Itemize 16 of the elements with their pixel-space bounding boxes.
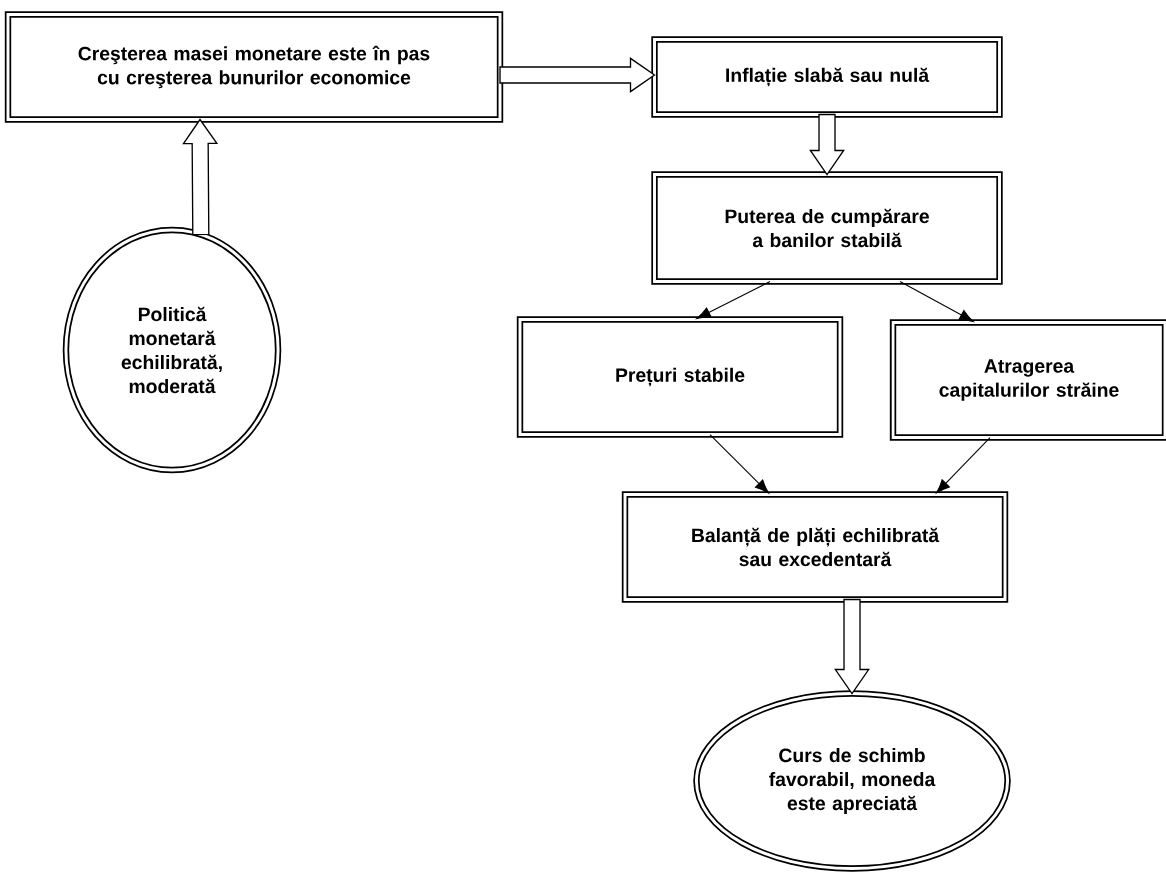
- block-arrow: [182, 118, 219, 236]
- arrow: [709, 433, 769, 494]
- block-arrow: [834, 598, 870, 695]
- arrow: [936, 436, 991, 494]
- process-box: Prețuri stabile: [516, 316, 844, 438]
- block-arrow: [499, 57, 656, 93]
- oval-node: Curs de schimb favorabil, moneda este apreciată: [693, 690, 1011, 872]
- process-box: Atragerea capitalurilor străine: [889, 319, 1166, 441]
- process-box: Puterea de cumpărare a banilor stabilă: [651, 171, 1003, 285]
- oval-node: Politică monetară echilibrată, moderată: [62, 226, 282, 474]
- block-arrow: [809, 113, 845, 176]
- process-box: Inflație slabă sau nulă: [651, 36, 1003, 118]
- arrow: [899, 280, 974, 322]
- arrow: [696, 280, 771, 320]
- process-box: Creşterea masei monetare este în pas cu creşterea bunurilor economice: [4, 11, 504, 123]
- process-box: Balanță de plăți echilibrată sau excedentară: [621, 491, 1009, 603]
